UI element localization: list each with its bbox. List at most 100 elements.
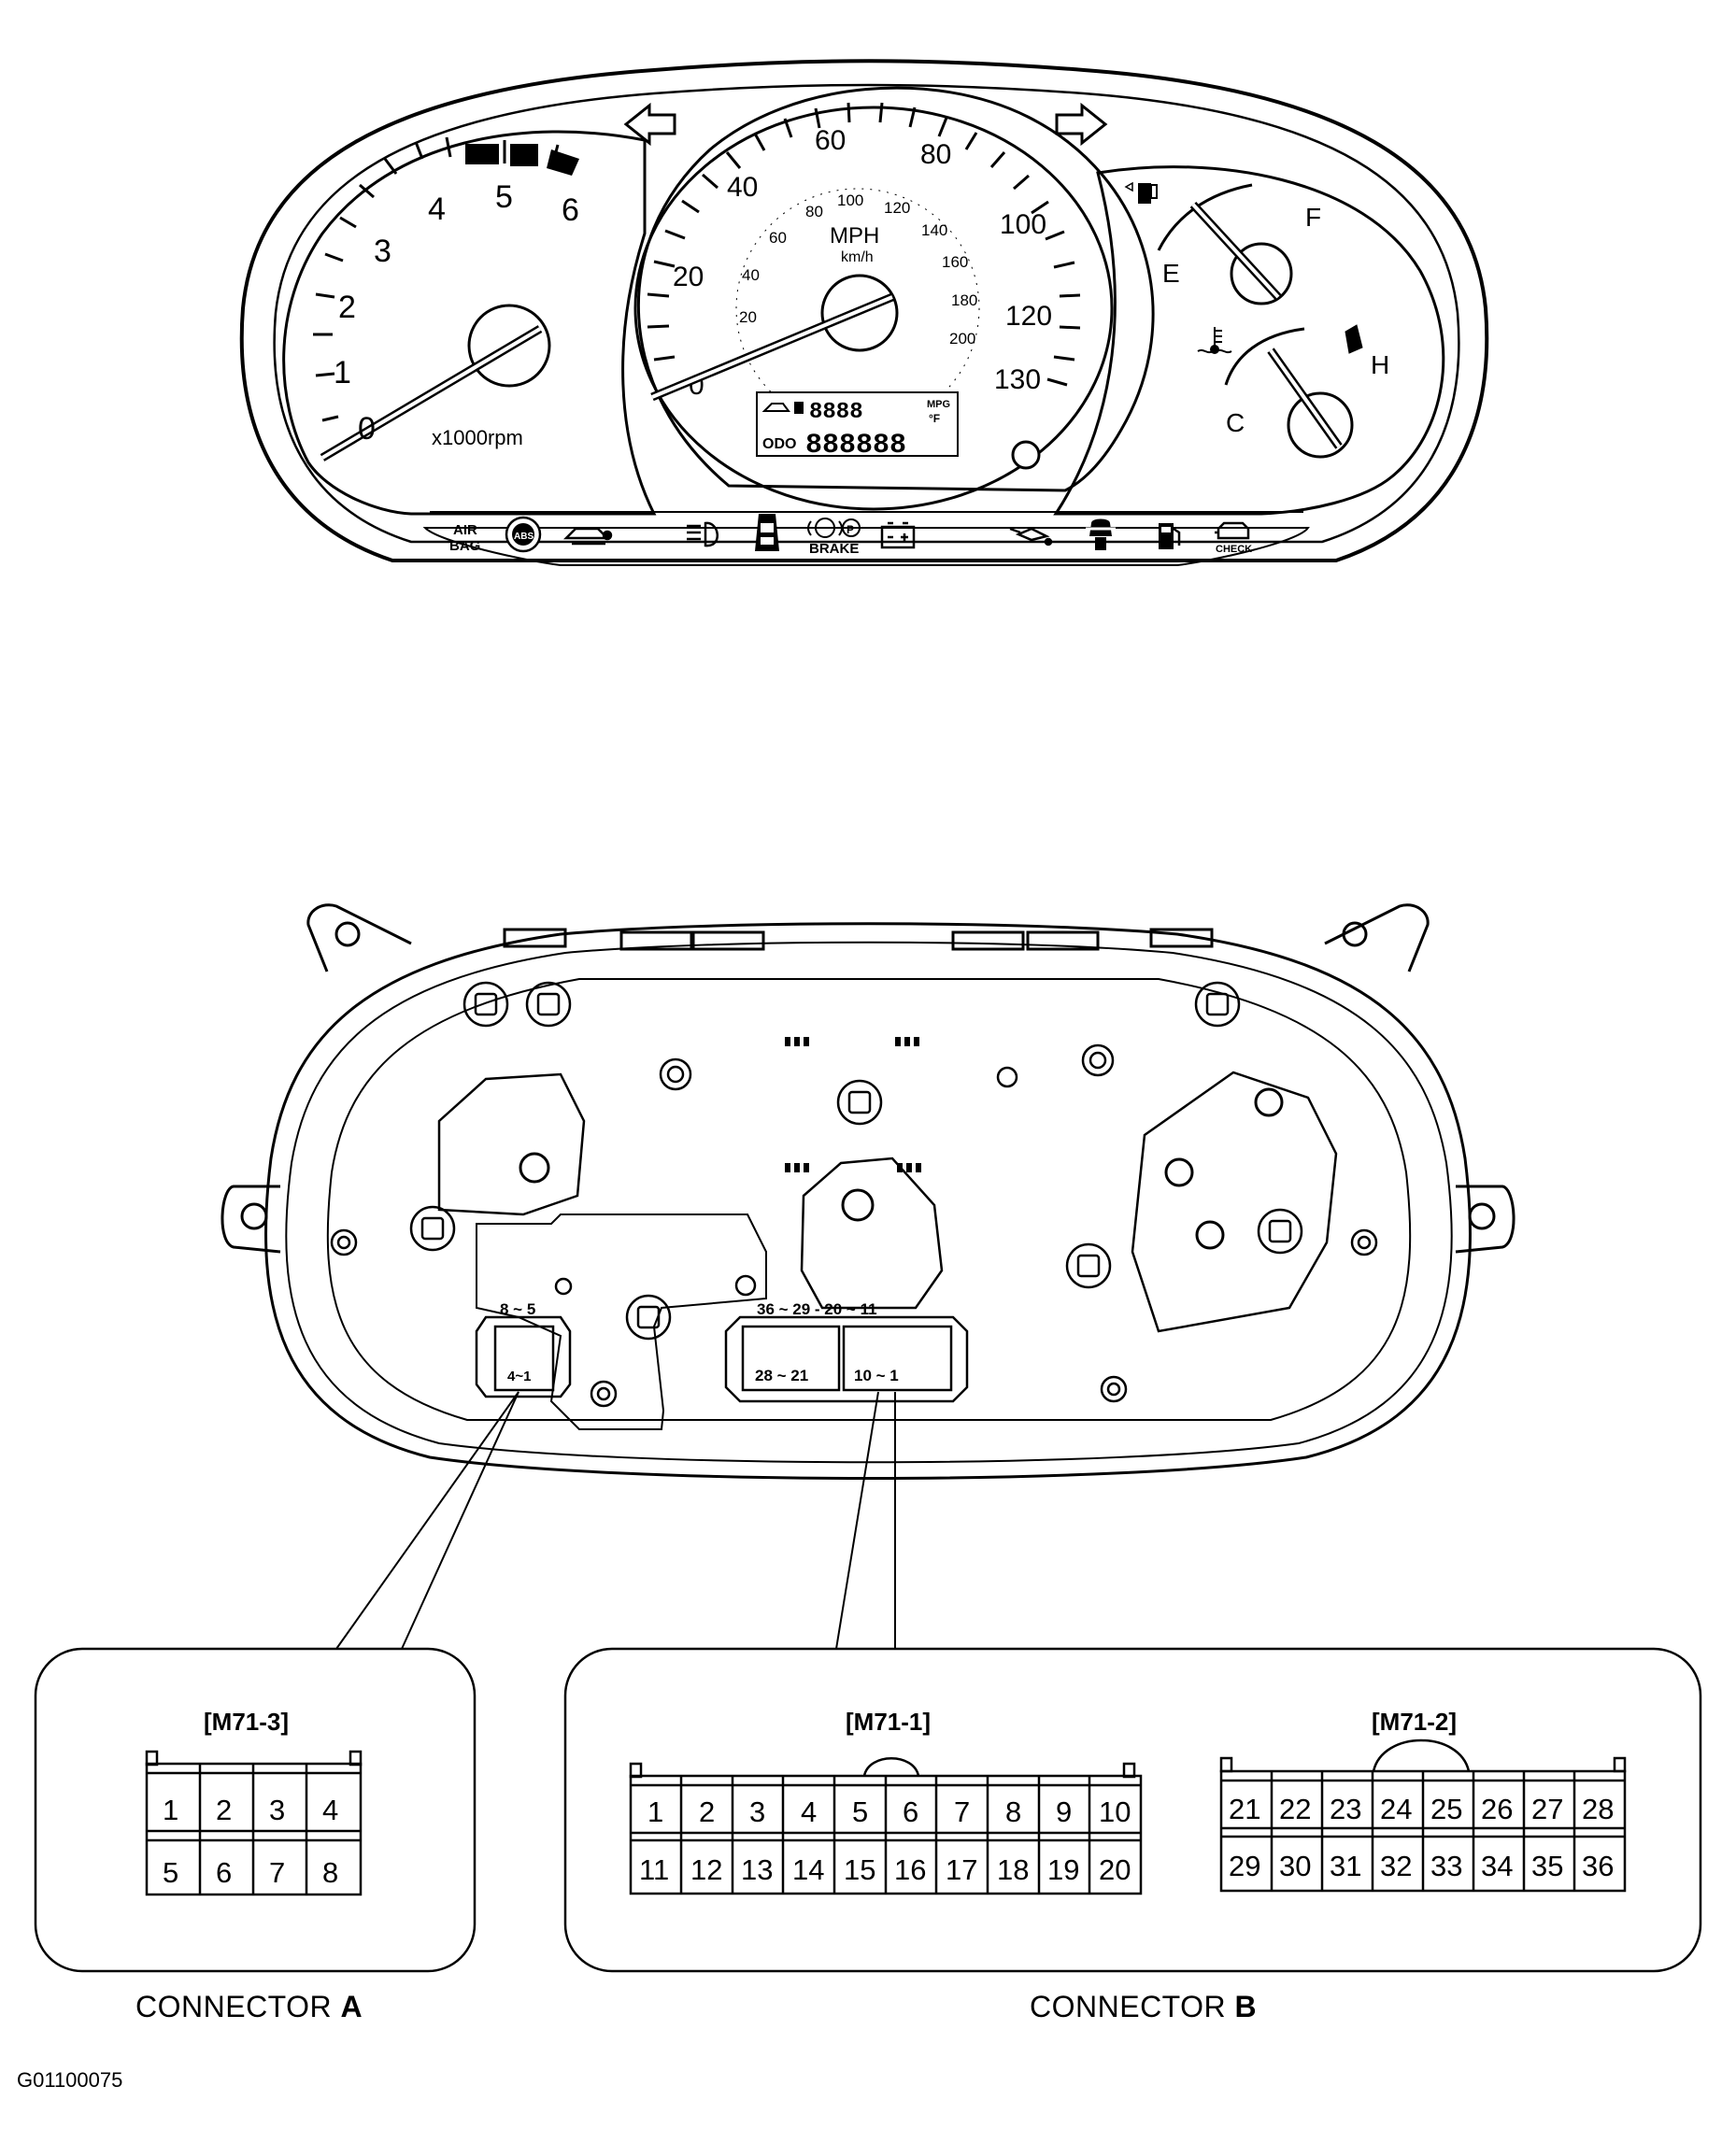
connector-b-socket xyxy=(724,1315,969,1403)
connector-b-callout-box xyxy=(563,1647,1702,1973)
conn-b1-pin: 10 xyxy=(1099,1795,1131,1828)
conn-b1-pin: 2 xyxy=(699,1795,715,1828)
kmh-label-80: 80 xyxy=(805,203,823,220)
speedometer-unit-mph: MPH xyxy=(830,223,879,248)
conn-a-pin: 6 xyxy=(216,1856,232,1889)
conn-b1-pin: 18 xyxy=(997,1853,1029,1886)
svg-text:8888: 8888 xyxy=(809,400,863,425)
connector-b-m71-2-code: [M71-2] xyxy=(1372,1708,1457,1736)
tach-label-4: 4 xyxy=(428,192,446,227)
conn-b2-pin: 30 xyxy=(1279,1850,1311,1882)
speedometer-mph-labels: 0 20 40 60 80 100 120 130 xyxy=(673,125,1052,401)
mount-ear-top-right xyxy=(1324,903,1430,972)
mount-hole-left xyxy=(240,1202,268,1230)
display-unit-mpg: MPG xyxy=(927,399,950,410)
conn-b1-pin: 5 xyxy=(852,1795,868,1828)
kmh-label-200: 200 xyxy=(949,330,975,348)
conn-b2-pin: 27 xyxy=(1531,1793,1563,1825)
housing-conn-b-top: 36 ~ 29 - 20 ~ 11 xyxy=(757,1300,877,1318)
check-engine-icon xyxy=(1215,521,1250,540)
conn-b1-pin: 3 xyxy=(749,1795,765,1828)
coolant-temp-icon xyxy=(1197,327,1232,354)
mount-ear-right xyxy=(1455,1185,1515,1254)
kmh-label-60: 60 xyxy=(769,229,787,247)
conn-b1-pin: 19 xyxy=(1047,1853,1079,1886)
top-clip-3 xyxy=(691,930,765,951)
right-board-hole-2 xyxy=(1164,1157,1194,1187)
svg-text:888888: 888888 xyxy=(805,430,906,461)
connector-b-m71-2-pins: 21 22 23 24 25 26 27 28 29 30 31 32 33 3… xyxy=(1229,1793,1614,1882)
mount-hole-top-right xyxy=(1342,921,1368,947)
gauges-pod xyxy=(1053,165,1445,516)
conn-a-pin: 3 xyxy=(269,1794,285,1826)
left-gauge-board xyxy=(437,1072,586,1216)
figure-id: G01100075 xyxy=(17,2068,123,2092)
mph-label-80: 80 xyxy=(920,139,951,170)
top-clip-5 xyxy=(1026,930,1100,951)
connector-b-m71-1-face xyxy=(629,1757,1143,1895)
connector-b-caption-prefix: CONNECTOR xyxy=(1030,1990,1235,2023)
center-board-hole xyxy=(841,1188,875,1222)
low-fuel-icon xyxy=(1159,523,1181,549)
conn-b1-pin: 1 xyxy=(647,1795,663,1828)
trip-digits: 8888 xyxy=(809,400,863,425)
conn-b1-pin: 12 xyxy=(690,1853,722,1886)
svg-text:ABS: ABS xyxy=(514,532,534,542)
headlight-beam-icon xyxy=(687,521,719,547)
conn-b2-pin: 31 xyxy=(1330,1850,1361,1882)
left-turn-arrow-icon xyxy=(623,102,676,147)
connector-b-caption-letter: B xyxy=(1234,1990,1258,2023)
connector-a-caption-prefix: CONNECTOR xyxy=(135,1990,341,2023)
connector-a-callout-box xyxy=(34,1647,477,1973)
conn-b2-pin: 21 xyxy=(1229,1793,1260,1825)
housing-conn-a-top: 8 ~ 5 xyxy=(500,1300,535,1318)
right-board-hole-1 xyxy=(1254,1087,1284,1117)
connector-a-caption: CONNECTOR A xyxy=(135,1990,363,2024)
connector-a-caption-letter: A xyxy=(340,1990,363,2023)
mph-label-40: 40 xyxy=(727,172,758,203)
center-board xyxy=(800,1157,944,1310)
brake-label: BRAKE xyxy=(809,541,859,557)
temp-gauge xyxy=(1224,324,1363,459)
tach-label-6: 6 xyxy=(562,192,579,228)
conn-b1-pin: 13 xyxy=(741,1853,773,1886)
temp-label-cold: C xyxy=(1226,408,1245,437)
conn-b2-pin: 24 xyxy=(1380,1793,1412,1825)
fuel-label-empty: E xyxy=(1162,259,1180,288)
kmh-label-120: 120 xyxy=(884,199,910,217)
conn-b1-pin: 7 xyxy=(954,1795,970,1828)
trip-reset-knob[interactable] xyxy=(1011,440,1041,470)
mph-label-130: 130 xyxy=(994,364,1041,395)
mount-rings xyxy=(330,1043,1378,1408)
kmh-label-20: 20 xyxy=(739,308,757,326)
conn-b1-pin: 16 xyxy=(894,1853,926,1886)
speedometer-needle xyxy=(650,274,899,402)
conn-b2-pin: 34 xyxy=(1481,1850,1513,1882)
airbag-label-line1: AIR xyxy=(453,522,477,538)
conn-a-pin: 2 xyxy=(216,1794,232,1826)
tach-label-3: 3 xyxy=(374,234,391,269)
conn-b1-pin: 20 xyxy=(1099,1853,1131,1886)
mount-hole-top-left xyxy=(334,921,361,947)
housing-conn-b-bottom-right: 10 ~ 1 xyxy=(854,1367,899,1384)
kmh-label-180: 180 xyxy=(951,291,977,309)
conn-a-pin: 1 xyxy=(163,1794,178,1826)
tach-label-5: 5 xyxy=(495,179,513,215)
conn-a-pin: 4 xyxy=(322,1794,338,1826)
housing-panel xyxy=(326,978,1412,1421)
conn-b1-pin: 14 xyxy=(792,1853,824,1886)
mph-label-100: 100 xyxy=(1000,209,1046,240)
temp-label-hot: H xyxy=(1371,350,1389,379)
conn-a-pin: 7 xyxy=(269,1856,285,1889)
leader-lines xyxy=(335,1391,896,1650)
brake-warning-icon: P xyxy=(807,518,861,538)
connector-b-m71-2-face xyxy=(1219,1739,1627,1893)
cluster-front-view xyxy=(239,59,1489,566)
tachometer-redline xyxy=(465,144,579,176)
connector-a-code: [M71-3] xyxy=(204,1708,289,1736)
tach-label-2: 2 xyxy=(338,290,356,325)
speedometer-pod xyxy=(636,86,1155,492)
kmh-label-140: 140 xyxy=(921,221,947,239)
left-board-hole xyxy=(519,1152,550,1184)
